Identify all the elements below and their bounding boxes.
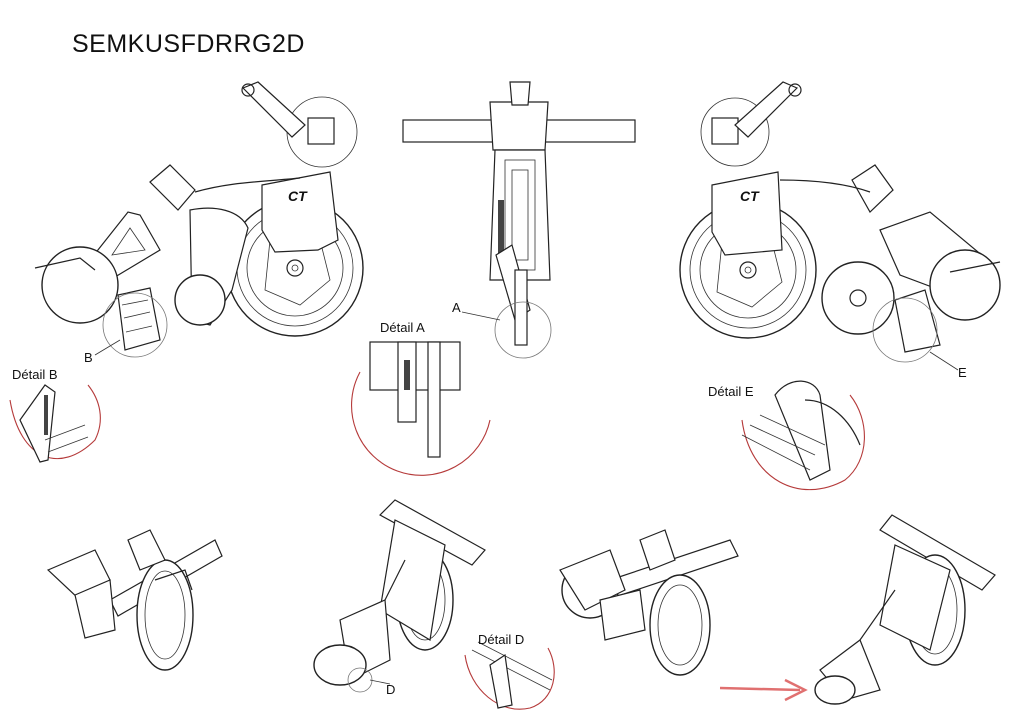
- label-d: D: [386, 682, 395, 697]
- detail-d-view: [465, 642, 554, 709]
- detail-d-caption: Détail D: [478, 632, 524, 647]
- iso-view-4: [815, 515, 995, 704]
- detail-b-caption: Détail B: [12, 367, 58, 382]
- iso-view-3: [560, 530, 738, 675]
- label-b: B: [84, 350, 93, 365]
- label-a: A: [452, 300, 461, 315]
- detail-e-caption: Détail E: [708, 384, 754, 399]
- label-e: E: [958, 365, 967, 380]
- logo-ct-right: CT: [740, 188, 759, 204]
- detail-a-caption: Détail A: [380, 320, 425, 335]
- iso-view-2: [314, 500, 485, 692]
- logo-ct-left: CT: [288, 188, 307, 204]
- iso-view-1: [48, 530, 222, 670]
- front-view: [403, 82, 635, 358]
- detail-a-view: [352, 342, 490, 475]
- left-side-view: [35, 82, 363, 357]
- detail-e-view: [742, 381, 864, 490]
- right-side-view: [680, 82, 1000, 370]
- pointer-arrow: [720, 680, 805, 700]
- detail-b-view: [10, 385, 100, 462]
